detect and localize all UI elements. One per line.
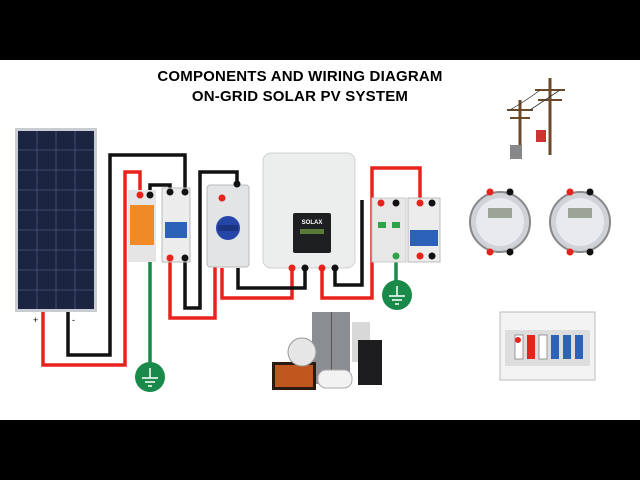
ground-icon-ac bbox=[382, 280, 412, 310]
positive-terminal-label: + bbox=[33, 315, 38, 325]
energy-meter-2 bbox=[549, 188, 611, 256]
dc-isolator-switch bbox=[206, 180, 250, 268]
distribution-board bbox=[499, 311, 596, 381]
dc-circuit-breaker bbox=[161, 187, 191, 263]
isolator-to-inverter-negative bbox=[236, 268, 307, 290]
dc-positive-wire bbox=[41, 170, 142, 367]
ac-surge-protector bbox=[371, 197, 407, 263]
breaker-to-isolator-negative bbox=[183, 170, 239, 310]
isolator-to-inverter-positive bbox=[220, 268, 294, 300]
title-line-1: COMPONENTS AND WIRING DIAGRAM bbox=[157, 68, 443, 85]
diagram-canvas: COMPONENTS AND WIRING DIAGRAM ON-GRID SO… bbox=[0, 60, 640, 420]
wiring-diagram: + - bbox=[15, 78, 611, 392]
solar-panel: + - bbox=[15, 128, 97, 325]
dc-surge-protector bbox=[128, 190, 156, 262]
ground-icon-dc bbox=[135, 362, 165, 392]
energy-meter-1 bbox=[469, 188, 531, 256]
ac-circuit-breaker bbox=[407, 197, 441, 263]
dc-negative-wire bbox=[66, 153, 187, 357]
solar-inverter: SOLAX bbox=[262, 152, 356, 272]
household-appliances bbox=[272, 312, 382, 390]
utility-poles-icon bbox=[507, 78, 565, 159]
inverter-brand: SOLAX bbox=[302, 220, 323, 226]
wires bbox=[41, 153, 422, 367]
title-line-2: ON-GRID SOLAR PV SYSTEM bbox=[191, 88, 409, 105]
negative-terminal-label: - bbox=[72, 315, 75, 325]
ac-neutral-wire bbox=[333, 200, 364, 287]
